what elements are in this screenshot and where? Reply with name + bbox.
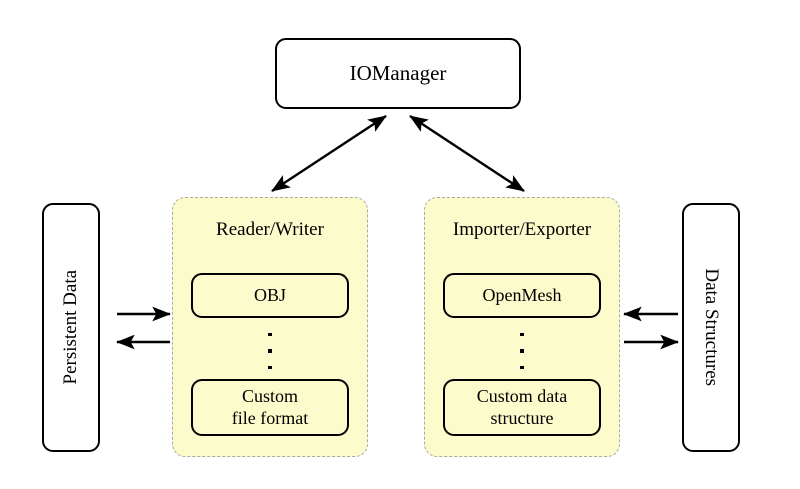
node-iomanager-label: IOManager <box>349 61 447 86</box>
box-obj[interactable]: OBJ <box>191 273 349 318</box>
node-persistent-data-label: Persistent Data <box>59 270 81 385</box>
panel-importer-exporter-title: Importer/Exporter <box>452 219 592 240</box>
panel-reader-writer-title: Reader/Writer <box>216 219 324 240</box>
box-custom-data-structure[interactable]: Custom data structure <box>443 379 601 436</box>
node-data-structures[interactable]: Data Structures <box>682 203 740 452</box>
box-custom-data-structure-label: Custom data structure <box>477 386 568 430</box>
box-custom-data-structure-line1: Custom data <box>476 385 568 406</box>
node-iomanager[interactable]: IOManager <box>275 38 521 109</box>
box-custom-file-format-line2: file format <box>231 407 309 428</box>
arrow-manager-importerexporter <box>409 114 525 193</box>
box-custom-file-format[interactable]: Custom file format <box>191 379 349 436</box>
box-custom-data-structure-line2: structure <box>490 407 554 428</box>
vertical-ellipsis-icon <box>425 331 619 371</box>
box-openmesh[interactable]: OpenMesh <box>443 273 601 318</box>
box-custom-file-format-line1: Custom <box>241 385 298 406</box>
node-data-structures-label: Data Structures <box>701 268 723 387</box>
panel-reader-writer[interactable]: Reader/Writer OBJ Custom file format <box>172 197 368 457</box>
arrow-manager-readerwriter <box>271 114 387 193</box>
box-obj-label: OBJ <box>253 284 286 305</box>
node-persistent-data[interactable]: Persistent Data <box>42 203 100 452</box>
panel-importer-exporter[interactable]: Importer/Exporter OpenMesh Custom data s… <box>424 197 620 457</box>
box-openmesh-label: OpenMesh <box>482 284 562 305</box>
box-custom-file-format-label: Custom file format <box>232 386 308 430</box>
vertical-ellipsis-icon <box>173 331 367 371</box>
